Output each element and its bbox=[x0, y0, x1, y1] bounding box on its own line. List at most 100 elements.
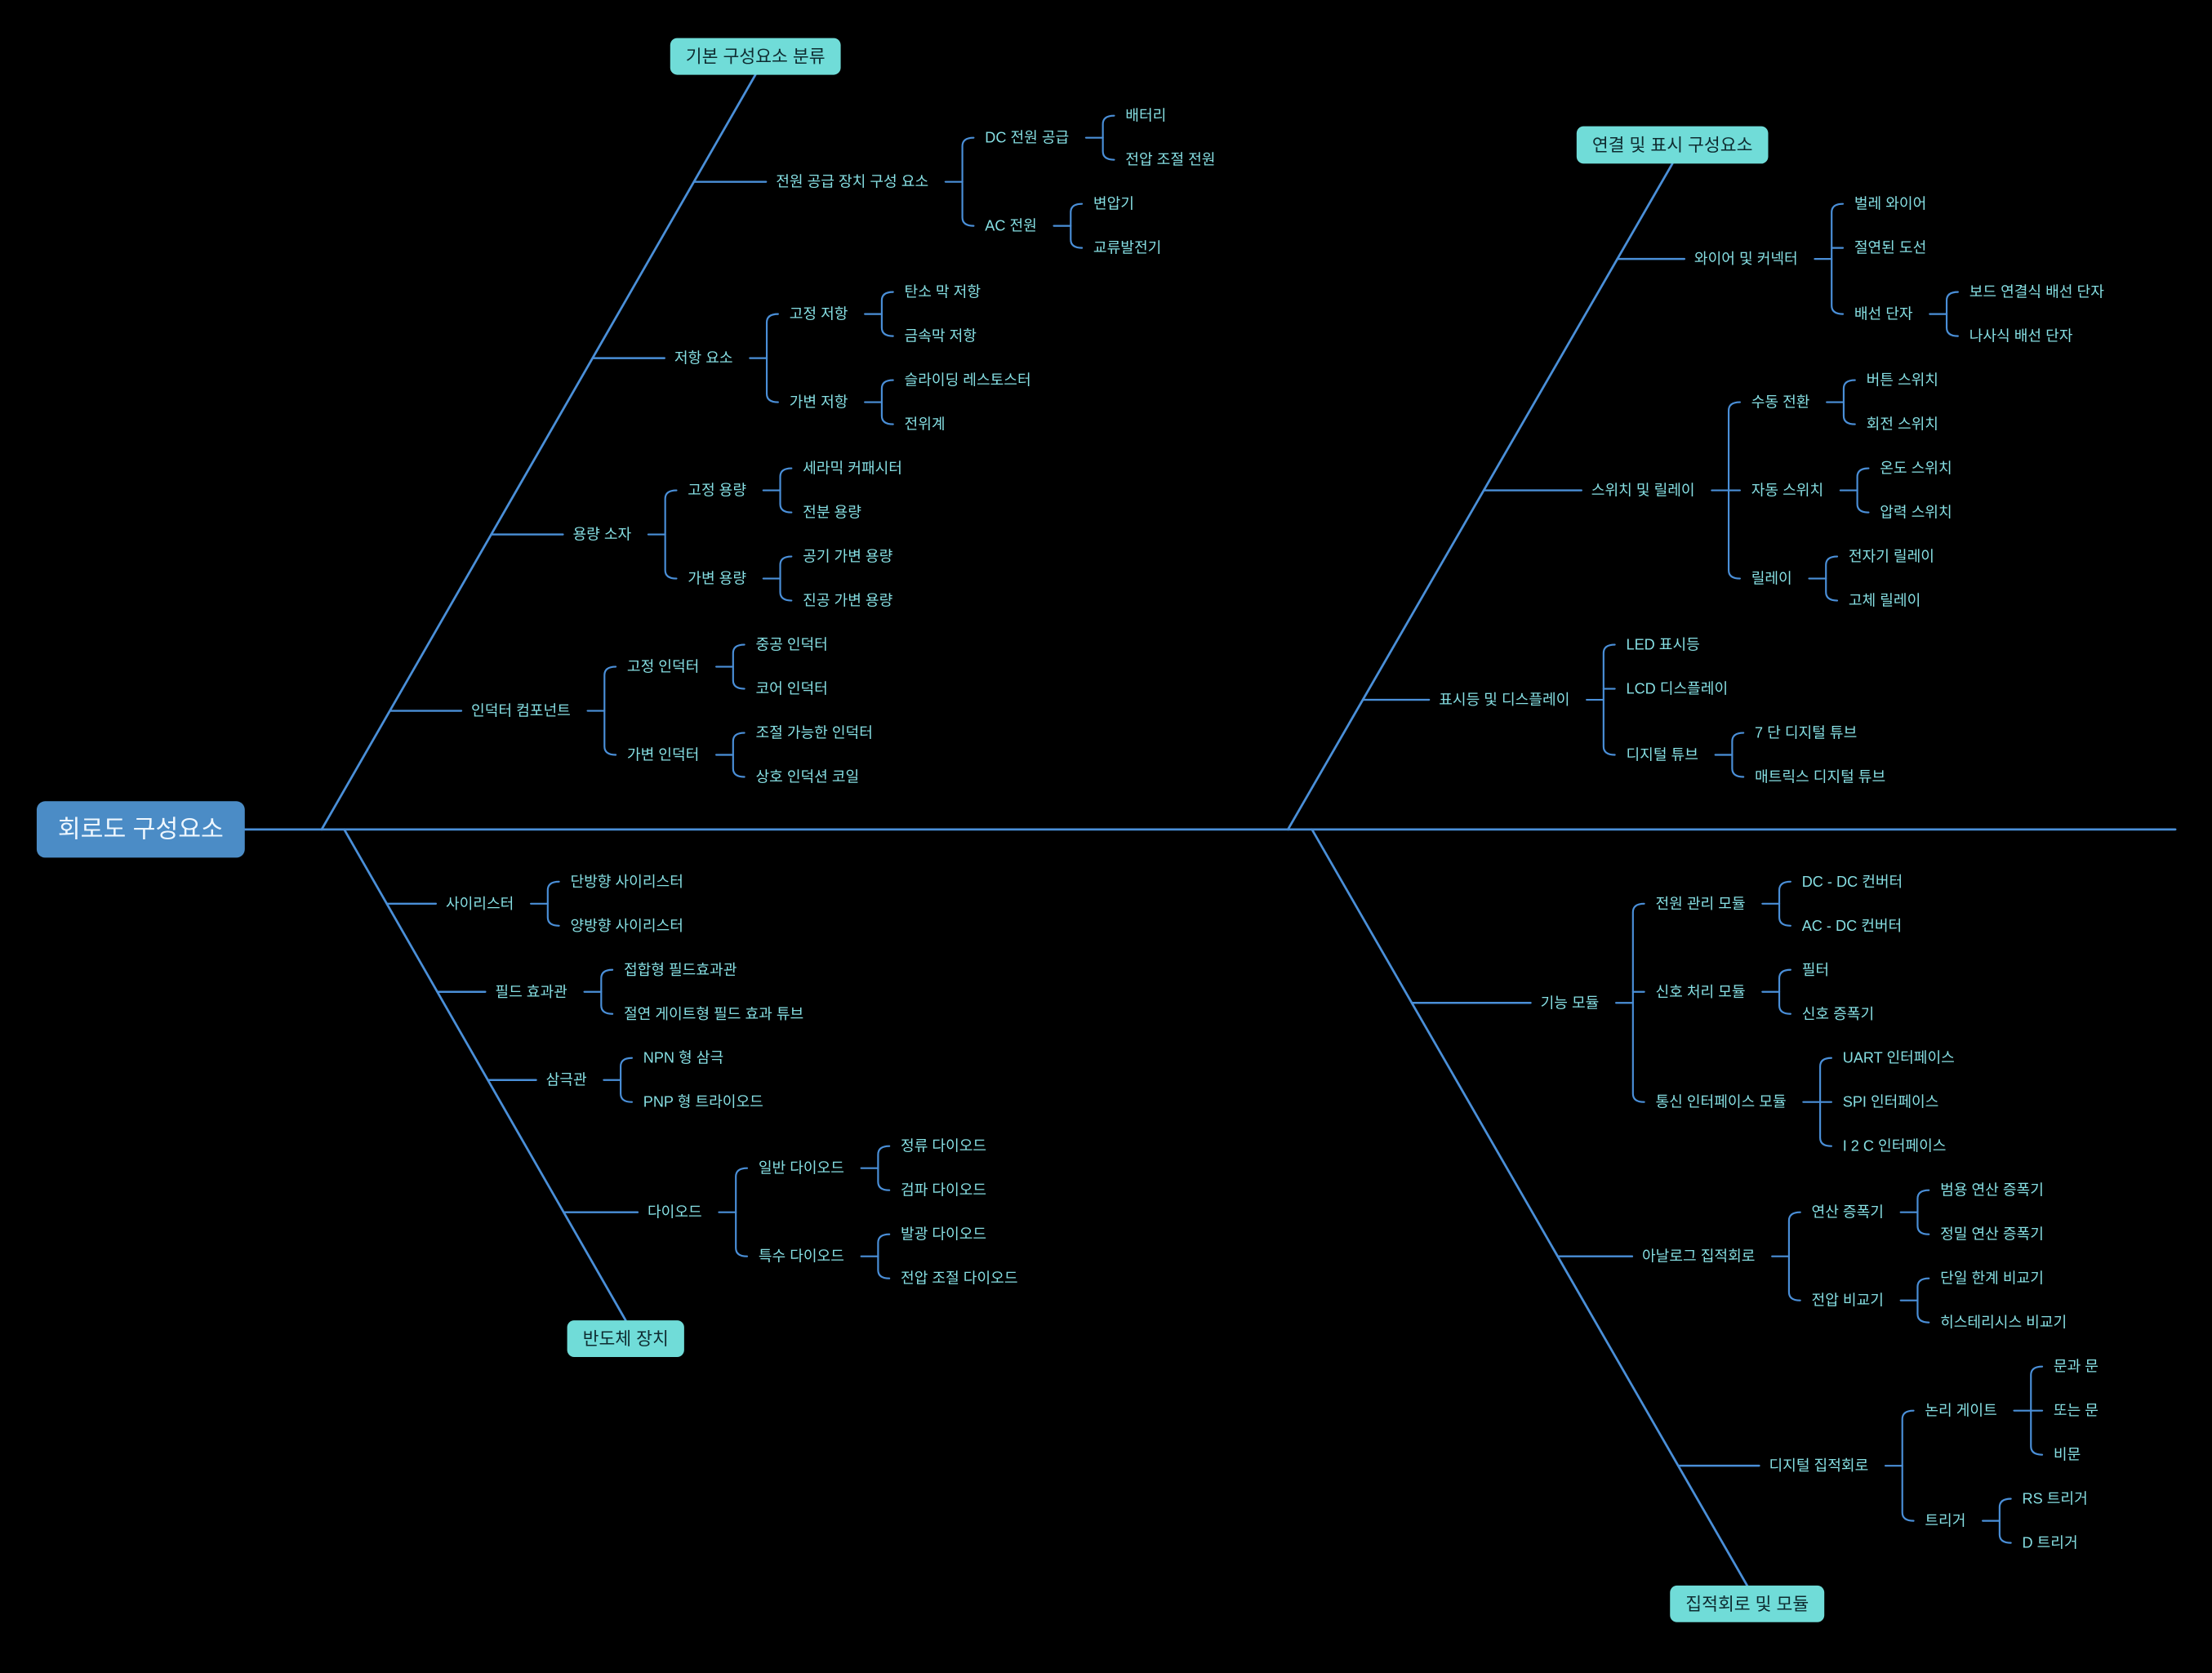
detail-topic[interactable]: D 트리거 bbox=[2023, 1535, 2078, 1551]
subtopic[interactable]: 절연된 도선 bbox=[1854, 240, 1926, 256]
subtopic[interactable]: 고정 용량 bbox=[688, 483, 746, 499]
detail-topic[interactable]: 문과 문 bbox=[2054, 1359, 2099, 1375]
branch-topic[interactable]: 인덕터 컴포넌트 bbox=[471, 703, 571, 719]
root-topic[interactable]: 회로도 구성요소 bbox=[36, 801, 245, 858]
detail-topic[interactable]: 회전 스위치 bbox=[1867, 416, 1938, 433]
detail-topic[interactable]: 금속막 저항 bbox=[905, 328, 977, 345]
detail-topic[interactable]: 배터리 bbox=[1125, 108, 1166, 124]
detail-topic[interactable]: 버튼 스위치 bbox=[1867, 372, 1938, 389]
detail-topic[interactable]: 정밀 연산 증폭기 bbox=[1940, 1226, 2044, 1243]
subtopic[interactable]: 절연 게이트형 필드 효과 튜브 bbox=[624, 1006, 803, 1022]
subtopic[interactable]: 단방향 사이리스터 bbox=[570, 874, 683, 890]
detail-topic[interactable]: 교류발전기 bbox=[1093, 240, 1161, 256]
subtopic[interactable]: 특수 다이오드 bbox=[759, 1248, 844, 1265]
subtopic[interactable]: 가변 인덕터 bbox=[627, 747, 699, 763]
detail-topic[interactable]: 슬라이딩 레스토스터 bbox=[905, 372, 1031, 389]
detail-topic[interactable]: 전압 조절 다이오드 bbox=[901, 1270, 1017, 1287]
subtopic[interactable]: 트리거 bbox=[1925, 1513, 1965, 1529]
category-box[interactable] bbox=[567, 1320, 684, 1358]
category-box[interactable] bbox=[670, 38, 841, 75]
subtopic[interactable]: 일반 다이오드 bbox=[759, 1160, 844, 1177]
detail-topic[interactable]: AC - DC 컨버터 bbox=[1802, 918, 1903, 934]
root-label[interactable]: 회로도 구성요소 bbox=[58, 816, 224, 843]
detail-topic[interactable]: 고체 릴레이 bbox=[1849, 593, 1920, 609]
subtopic[interactable]: DC 전원 공급 bbox=[985, 130, 1069, 146]
branch-topic[interactable]: 다이오드 bbox=[648, 1204, 702, 1221]
category-topic[interactable]: 집적회로 및 모듈 bbox=[1670, 1585, 1825, 1622]
detail-topic[interactable]: UART 인터페이스 bbox=[1843, 1050, 1955, 1066]
subtopic[interactable]: PNP 형 트라이오드 bbox=[643, 1094, 763, 1110]
detail-topic[interactable]: 발광 다이오드 bbox=[901, 1226, 986, 1243]
subtopic[interactable]: 배선 단자 bbox=[1854, 306, 1913, 323]
category-label[interactable]: 집적회로 및 모듈 bbox=[1685, 1594, 1809, 1614]
category-box[interactable] bbox=[1576, 126, 1769, 164]
detail-topic[interactable]: 변압기 bbox=[1093, 196, 1134, 212]
branch-topic[interactable]: 와이어 및 커넥터 bbox=[1694, 251, 1798, 267]
detail-topic[interactable]: 나사식 배선 단자 bbox=[1969, 328, 2073, 345]
subtopic[interactable]: 릴레이 bbox=[1751, 571, 1792, 587]
detail-topic[interactable]: 정류 다이오드 bbox=[901, 1138, 986, 1155]
subtopic[interactable]: 논리 게이트 bbox=[1925, 1403, 1996, 1419]
category-topic[interactable]: 기본 구성요소 분류 bbox=[670, 38, 841, 75]
detail-topic[interactable]: 상호 인덕션 코일 bbox=[755, 769, 859, 785]
subtopic[interactable]: 신호 처리 모듈 bbox=[1655, 984, 1745, 1000]
subtopic[interactable]: 연산 증폭기 bbox=[1812, 1204, 1884, 1221]
subtopic[interactable]: 고정 저항 bbox=[790, 306, 848, 323]
detail-topic[interactable]: 공기 가변 용량 bbox=[803, 549, 892, 565]
branch-topic[interactable]: 기능 모듈 bbox=[1541, 994, 1600, 1011]
detail-topic[interactable]: 히스테리시스 비교기 bbox=[1940, 1315, 2067, 1331]
branch-topic[interactable]: 아날로그 집적회로 bbox=[1642, 1248, 1755, 1265]
category-topic[interactable]: 반도체 장치 bbox=[567, 1320, 684, 1358]
branch-topic[interactable]: 전원 공급 장치 구성 요소 bbox=[776, 174, 928, 190]
detail-topic[interactable]: 단일 한계 비교기 bbox=[1940, 1270, 2044, 1287]
detail-topic[interactable]: 또는 문 bbox=[2054, 1403, 2099, 1419]
subtopic[interactable]: 벌레 와이어 bbox=[1854, 196, 1926, 212]
detail-topic[interactable]: 중공 인덕터 bbox=[755, 637, 827, 653]
subtopic[interactable]: AC 전원 bbox=[985, 218, 1037, 234]
detail-topic[interactable]: 코어 인덕터 bbox=[755, 681, 827, 697]
detail-topic[interactable]: 검파 다이오드 bbox=[901, 1182, 986, 1199]
category-label[interactable]: 반도체 장치 bbox=[583, 1328, 669, 1349]
detail-topic[interactable]: 매트릭스 디지털 튜브 bbox=[1755, 769, 1885, 785]
detail-topic[interactable]: RS 트리거 bbox=[2023, 1491, 2088, 1507]
branch-topic[interactable]: 필드 효과관 bbox=[495, 984, 567, 1000]
category-label[interactable]: 연결 및 표시 구성요소 bbox=[1592, 135, 1753, 155]
subtopic[interactable]: LCD 디스플레이 bbox=[1626, 681, 1728, 697]
subtopic[interactable]: 접합형 필드효과관 bbox=[624, 962, 737, 978]
detail-topic[interactable]: 진공 가변 용량 bbox=[803, 593, 892, 609]
subtopic[interactable]: NPN 형 삼극 bbox=[643, 1050, 723, 1066]
root-box[interactable] bbox=[36, 801, 245, 858]
detail-topic[interactable]: 온도 스위치 bbox=[1880, 461, 1952, 477]
subtopic[interactable]: 고정 인덕터 bbox=[627, 659, 699, 675]
detail-topic[interactable]: 탄소 막 저항 bbox=[905, 284, 981, 300]
detail-topic[interactable]: 조절 가능한 인덕터 bbox=[755, 725, 872, 741]
detail-topic[interactable]: 전압 조절 전원 bbox=[1125, 152, 1215, 168]
subtopic[interactable]: 수동 전환 bbox=[1751, 394, 1810, 411]
subtopic[interactable]: 전원 관리 모듈 bbox=[1655, 896, 1745, 912]
subtopic[interactable]: 디지털 튜브 bbox=[1626, 747, 1698, 763]
detail-topic[interactable]: 전분 용량 bbox=[803, 505, 861, 521]
subtopic[interactable]: 양방향 사이리스터 bbox=[570, 918, 683, 934]
branch-topic[interactable]: 삼극관 bbox=[546, 1072, 587, 1088]
subtopic[interactable]: 자동 스위치 bbox=[1751, 483, 1823, 499]
category-label[interactable]: 기본 구성요소 분류 bbox=[686, 47, 826, 67]
subtopic[interactable]: 가변 저항 bbox=[790, 394, 848, 411]
detail-topic[interactable]: 전위계 bbox=[905, 416, 946, 433]
detail-topic[interactable]: 압력 스위치 bbox=[1880, 505, 1952, 521]
detail-topic[interactable]: 전자기 릴레이 bbox=[1849, 549, 1934, 565]
subtopic[interactable]: 가변 용량 bbox=[688, 571, 746, 587]
detail-topic[interactable]: 범용 연산 증폭기 bbox=[1940, 1182, 2044, 1199]
detail-topic[interactable]: SPI 인터페이스 bbox=[1843, 1094, 1939, 1110]
detail-topic[interactable]: DC - DC 컨버터 bbox=[1802, 874, 1903, 890]
detail-topic[interactable]: I 2 C 인터페이스 bbox=[1843, 1138, 1947, 1155]
branch-topic[interactable]: 저항 요소 bbox=[674, 350, 733, 367]
branch-topic[interactable]: 디지털 집적회로 bbox=[1769, 1457, 1868, 1474]
category-box[interactable] bbox=[1670, 1585, 1825, 1622]
branch-topic[interactable]: 사이리스터 bbox=[446, 896, 514, 912]
detail-topic[interactable]: 세라믹 커패시터 bbox=[803, 461, 902, 477]
detail-topic[interactable]: 보드 연결식 배선 단자 bbox=[1969, 284, 2105, 300]
subtopic[interactable]: LED 표시등 bbox=[1626, 637, 1699, 653]
category-topic[interactable]: 연결 및 표시 구성요소 bbox=[1576, 126, 1769, 164]
branch-topic[interactable]: 스위치 및 릴레이 bbox=[1591, 483, 1695, 499]
subtopic[interactable]: 전압 비교기 bbox=[1812, 1293, 1884, 1309]
